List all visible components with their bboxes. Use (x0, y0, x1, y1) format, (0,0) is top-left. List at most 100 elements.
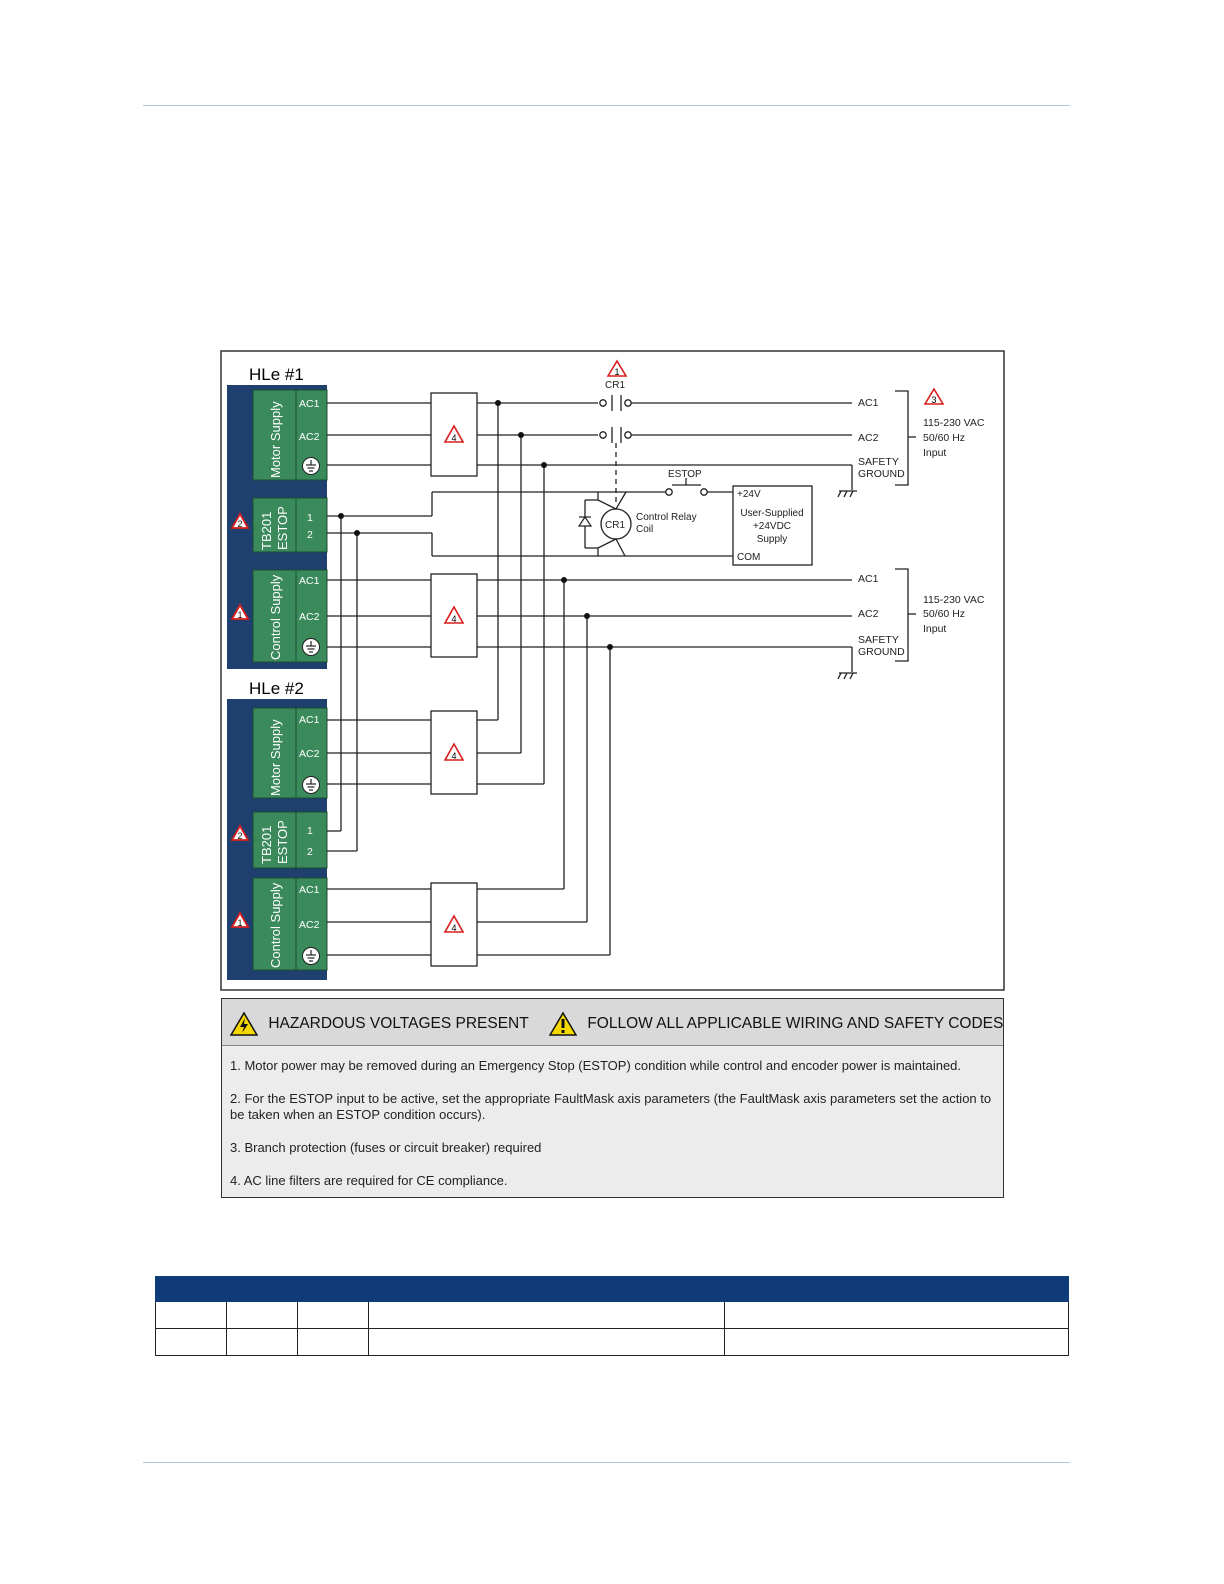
estop-switch (665, 478, 708, 496)
table-cell (367, 1301, 726, 1329)
svg-text:4: 4 (451, 433, 456, 443)
spec-table-header (155, 1276, 1069, 1302)
input2-ac2: AC2 (858, 608, 879, 620)
svg-text:4: 4 (451, 614, 456, 624)
wiring-lines (327, 402, 853, 956)
line-filter-2: 4 (430, 573, 478, 658)
hle1-ms-ac1: AC1 (299, 398, 320, 410)
codes-text: FOLLOW ALL APPLICABLE WIRING AND SAFETY … (587, 1015, 1004, 1033)
header-cell (724, 1276, 1069, 1302)
hle1-note1-marker: 1 (230, 603, 250, 620)
hle1-tb-pin1: 1 (307, 512, 313, 524)
hle2-tb-pin1: 1 (307, 825, 313, 837)
table-row (155, 1301, 1069, 1329)
input1-note3-marker: 3 (923, 387, 945, 405)
hle1-cs-ground-icon (301, 637, 321, 657)
hle2-tb-pin2: 2 (307, 846, 313, 858)
junction-dots (338, 400, 613, 650)
hle2-tb201-label: TB201 (259, 826, 274, 864)
warnings-header: HAZARDOUS VOLTAGES PRESENT FOLLOW ALL AP… (222, 999, 1003, 1046)
input2-ac1: AC1 (858, 573, 879, 585)
footer-rule (143, 1462, 1070, 1463)
input1-freq: 50/60 Hz (923, 432, 965, 444)
svg-text:4: 4 (451, 923, 456, 933)
estop-switch-label: ESTOP (668, 469, 702, 480)
table-cell (225, 1328, 298, 1356)
svg-text:4: 4 (451, 751, 456, 761)
input2-voltage: 115-230 VAC (923, 594, 985, 606)
header-cell (225, 1276, 298, 1302)
hle2-motor-supply-label: Motor Supply (268, 719, 283, 796)
note-2: 2. For the ESTOP input to be active, set… (230, 1091, 992, 1122)
table-cell (367, 1328, 726, 1356)
hazard-warning: HAZARDOUS VOLTAGES PRESENT (230, 1011, 529, 1037)
relay-coil-cr1-label: CR1 (605, 520, 625, 531)
supply-plus24: +24V (737, 489, 761, 500)
hle1-control-supply-label: Control Supply (268, 574, 283, 660)
supply-line3: Supply (757, 534, 788, 545)
table-cell (296, 1301, 369, 1329)
table-cell (296, 1328, 369, 1356)
spec-table (155, 1276, 1069, 1356)
input1-voltage: 115-230 VAC (923, 417, 985, 429)
coil-label-line1: Control Relay (636, 512, 697, 523)
input2-input: Input (923, 623, 946, 635)
cr1-contact-label: CR1 (605, 380, 625, 391)
table-row (155, 1328, 1069, 1356)
notes-panel: HAZARDOUS VOLTAGES PRESENT FOLLOW ALL AP… (221, 998, 1004, 1198)
header-cell (367, 1276, 726, 1302)
table-cell (724, 1301, 1069, 1329)
table-cell (155, 1301, 227, 1329)
svg-text:1: 1 (614, 367, 619, 377)
header-rule (143, 105, 1070, 106)
hle1-ms-ground-icon (301, 456, 321, 476)
supply-com: COM (737, 552, 760, 563)
input1-ac1: AC1 (858, 397, 879, 409)
svg-text:1: 1 (237, 918, 242, 928)
hle1-tb201-block (252, 497, 328, 553)
hle1-ms-ac2: AC2 (299, 431, 320, 443)
codes-warning: FOLLOW ALL APPLICABLE WIRING AND SAFETY … (549, 1011, 1003, 1037)
input1-ac2: AC2 (858, 432, 879, 444)
input1-bracket (895, 390, 909, 486)
table-cell (155, 1328, 227, 1356)
line-filter-4: 4 (430, 882, 478, 967)
hle2-ms-ac2: AC2 (299, 748, 320, 760)
hle1-tb201-label: TB201 (259, 512, 274, 550)
note-1: 1. Motor power may be removed during an … (230, 1058, 962, 1073)
hle1-note2-marker: 2 (230, 512, 250, 529)
relay-coil (597, 491, 632, 557)
hazard-text: HAZARDOUS VOLTAGES PRESENT (268, 1015, 529, 1033)
wiring-diagram: HLe #1 Motor Supply AC1 AC2 TB201 ESTOP … (220, 350, 1005, 991)
diode-icon (577, 515, 593, 527)
cr1-note1-marker: 1 (606, 359, 628, 377)
hle1-motor-supply-label: Motor Supply (268, 401, 283, 478)
hle1-title: HLe #1 (249, 365, 304, 384)
svg-text:3: 3 (931, 395, 936, 405)
svg-text:2: 2 (237, 831, 242, 841)
hle2-note2-marker: 2 (230, 824, 250, 841)
header-cell (296, 1276, 369, 1302)
input1-ground: GROUND (858, 468, 905, 480)
note-4: 4. AC line filters are required for CE c… (230, 1173, 508, 1188)
hle1-tb-pin2: 2 (307, 529, 313, 541)
input2-freq: 50/60 Hz (923, 608, 965, 620)
hle2-ms-ac1: AC1 (299, 714, 320, 726)
hle2-control-supply-block (252, 877, 328, 971)
caution-icon (549, 1011, 577, 1036)
hle2-ms-ground-icon (301, 775, 321, 795)
note-3: 3. Branch protection (fuses or circuit b… (230, 1140, 542, 1155)
hle2-note1-marker: 1 (230, 911, 250, 928)
input2-ground: GROUND (858, 646, 905, 658)
input2-bracket (895, 568, 909, 662)
hle1-cs-ac2: AC2 (299, 611, 320, 623)
coil-label-line2: Coil (636, 524, 653, 535)
header-cell (155, 1276, 227, 1302)
hle1-cs-ac1: AC1 (299, 575, 320, 587)
supply-line1: User-Supplied (740, 508, 803, 519)
user-supply-box (732, 485, 813, 566)
diagram-frame (220, 350, 1005, 991)
svg-text:1: 1 (237, 610, 242, 620)
hle2-cs-ac1: AC1 (299, 884, 320, 896)
supply-line2: +24VDC (753, 521, 791, 532)
